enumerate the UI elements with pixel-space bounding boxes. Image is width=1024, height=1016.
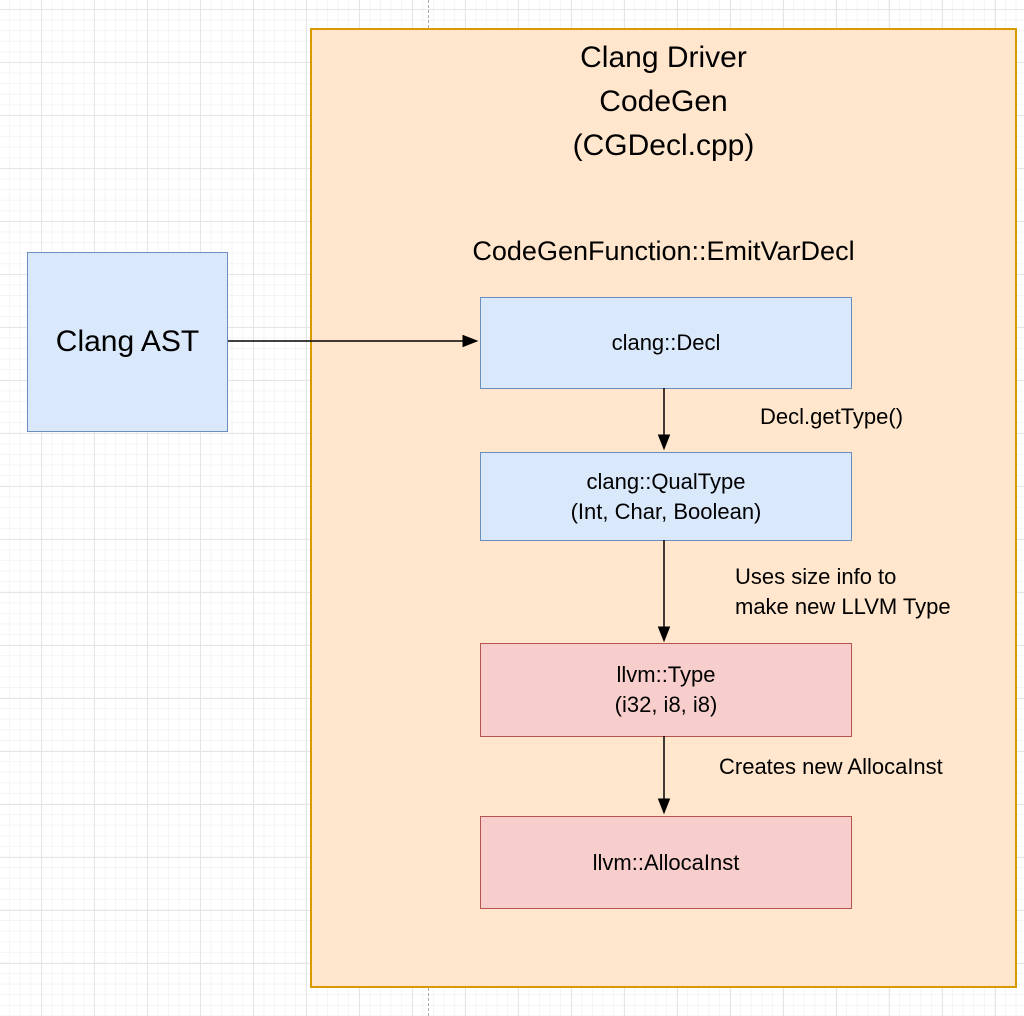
edge-label-creates-allocainst: Creates new AllocaInst (719, 754, 943, 779)
node-clang-qualtype-label: clang::QualType (586, 468, 746, 494)
group-title-line: CodeGen (599, 85, 728, 118)
node-llvm-type-label: llvm::Type (616, 662, 716, 687)
edge-label-decl-gettype: Decl.getType() (760, 404, 904, 429)
node-llvm-type[interactable]: llvm::Type (i32, i8, i8) (480, 643, 852, 737)
node-clang-decl[interactable]: clang::Decl (480, 297, 852, 389)
node-clang-qualtype-sublabel: (Int, Char, Boolean) (570, 498, 762, 524)
edge-label-uses-size-info-line: make new LLVM Type (735, 594, 951, 619)
node-llvm-allocainst-label: llvm::AllocaInst (592, 849, 740, 875)
group-clang-driver-codegen[interactable]: Clang Driver CodeGen (CGDecl.cpp) CodeGe… (310, 28, 1017, 988)
group-subtitle: CodeGenFunction::EmitVarDecl (472, 236, 855, 266)
group-title-line: (CGDecl.cpp) (572, 129, 755, 162)
group-title-line: Clang Driver (580, 41, 747, 74)
node-llvm-allocainst[interactable]: llvm::AllocaInst (480, 816, 852, 909)
node-clang-ast[interactable]: Clang AST (27, 252, 228, 432)
node-clang-decl-label: clang::Decl (611, 330, 721, 355)
group-title: Clang Driver CodeGen (CGDecl.cpp) (312, 36, 1015, 168)
node-clang-ast-label: Clang AST (55, 325, 200, 358)
edge-label-uses-size-info: Uses size info to make new LLVM Type (735, 562, 951, 622)
edge-label-uses-size-info-line: Uses size info to (735, 564, 897, 589)
node-llvm-type-sublabel: (i32, i8, i8) (614, 692, 718, 717)
node-clang-qualtype[interactable]: clang::QualType (Int, Char, Boolean) (480, 452, 852, 541)
